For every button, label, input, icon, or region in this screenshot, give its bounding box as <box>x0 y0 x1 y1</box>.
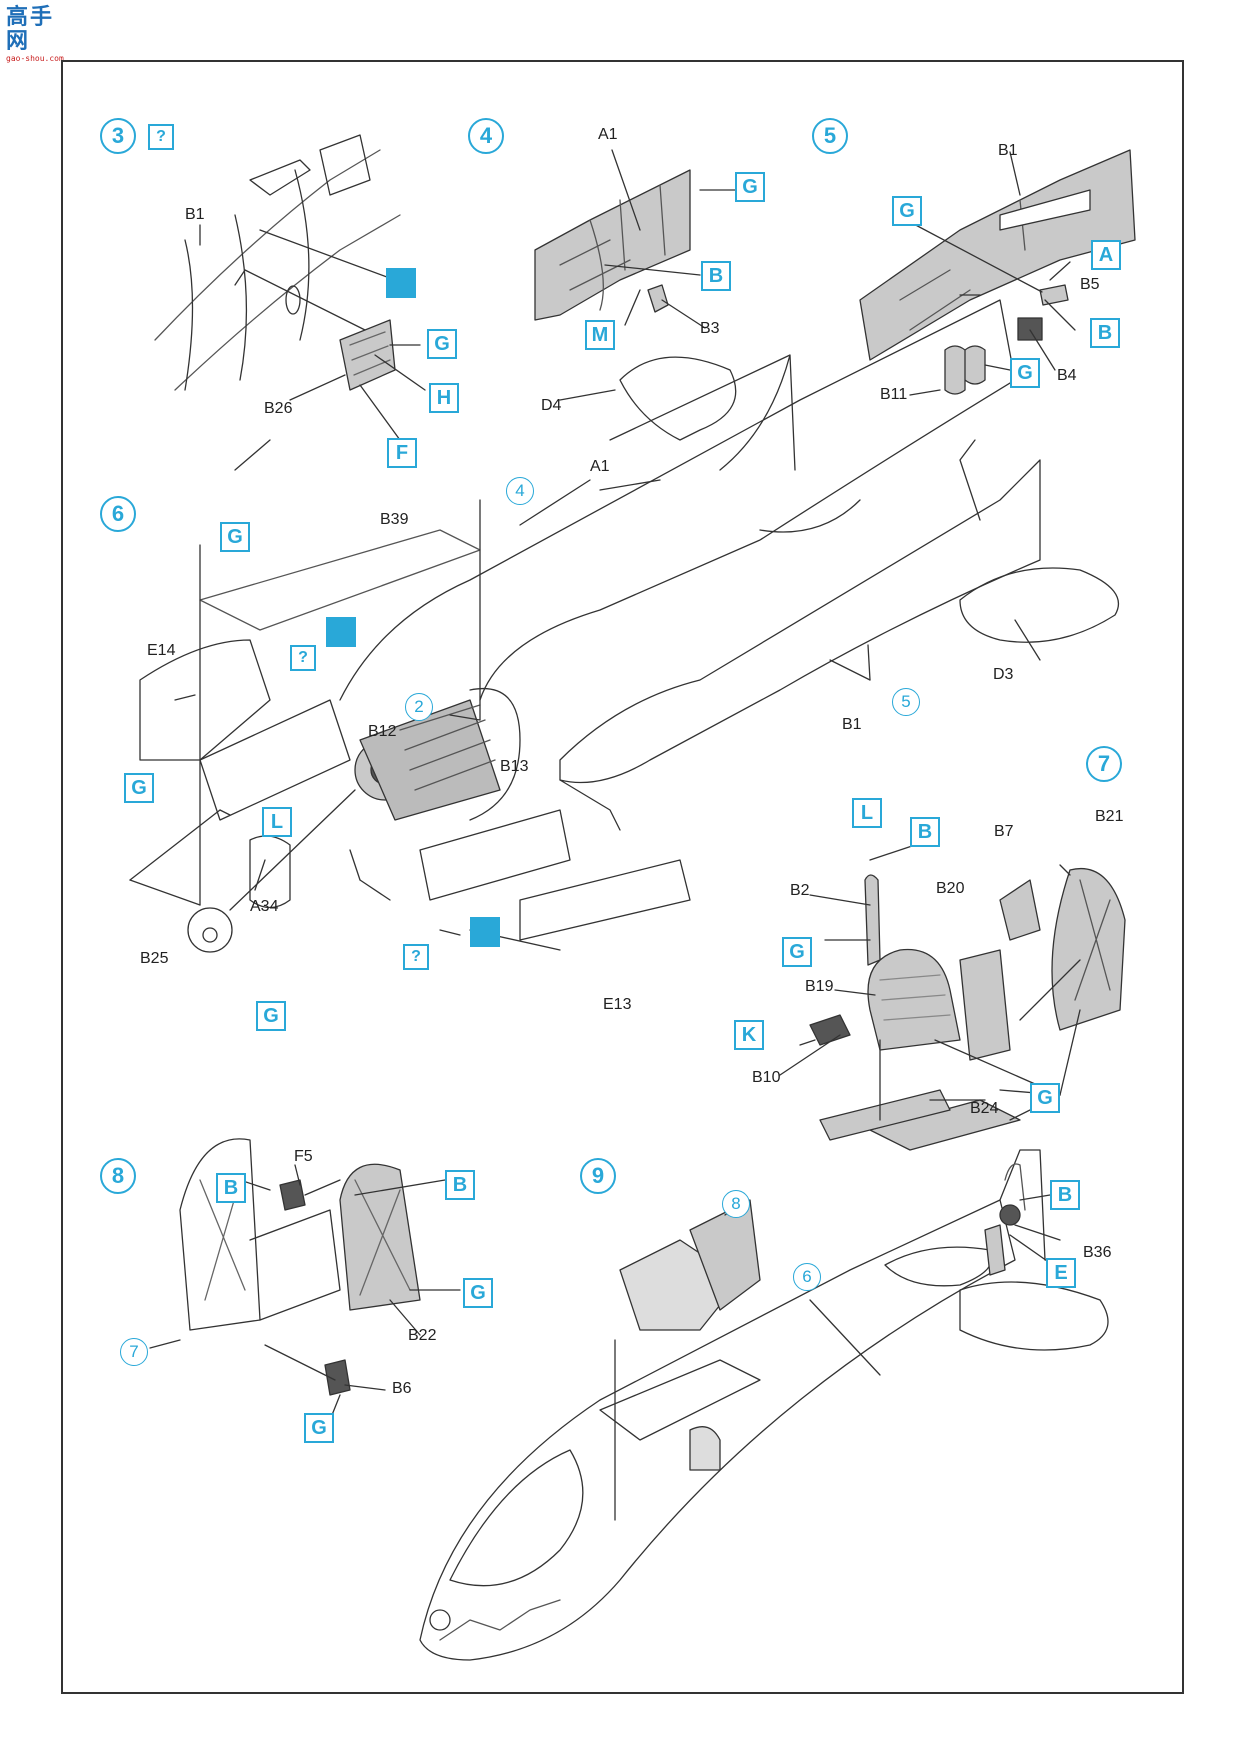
part-label: B13 <box>500 758 529 775</box>
subassembly-ref-8: 8 <box>722 1190 750 1218</box>
paint-code-f: F <box>387 438 417 468</box>
step5-drawing <box>859 149 1136 396</box>
page-frame <box>61 60 1184 1694</box>
part-label: F5 <box>294 1148 313 1165</box>
paint-code-g: G <box>1030 1083 1060 1113</box>
paint-code-g: G <box>220 522 250 552</box>
part-label: B19 <box>805 978 834 995</box>
paint-code-g: G <box>892 196 922 226</box>
step7-drawing <box>779 839 1126 1151</box>
step6-drawing <box>129 299 1120 953</box>
part-label: B2 <box>790 882 810 899</box>
step4-drawing <box>534 149 796 471</box>
part-label: B24 <box>970 1100 999 1117</box>
part-label: E13 <box>603 996 632 1013</box>
paint-code-g: G <box>782 937 812 967</box>
part-label: B12 <box>368 723 397 740</box>
part-label: B5 <box>1080 276 1100 293</box>
step-3-marker: 3 <box>100 118 136 154</box>
paint-code-k: K <box>734 1020 764 1050</box>
question-icon: ? <box>290 645 316 671</box>
part-label: B25 <box>140 950 169 967</box>
subassembly-ref-7: 7 <box>120 1338 148 1366</box>
watermark-logo: 高手网 gao-shou.com <box>6 6 72 64</box>
paint-code-b: B <box>701 261 731 291</box>
part-label: B7 <box>994 823 1014 840</box>
paint-code-b: B <box>216 1173 246 1203</box>
watermark-logo-text: 高手网 <box>6 5 55 54</box>
step-4-marker: 4 <box>468 118 504 154</box>
part-label: B11 <box>880 386 908 403</box>
part-label: B26 <box>264 400 293 417</box>
part-label: D4 <box>541 397 562 414</box>
question-icon: ? <box>148 124 174 150</box>
part-label: A34 <box>250 898 279 915</box>
part-label: B3 <box>700 320 720 337</box>
part-label: B4 <box>1057 367 1077 384</box>
paint-code-g: G <box>256 1001 286 1031</box>
subassembly-ref-6: 6 <box>793 1263 821 1291</box>
paint-code-g: G <box>304 1413 334 1443</box>
part-label: B1 <box>842 716 862 733</box>
part-label: B6 <box>392 1380 412 1397</box>
part-label: B1 <box>185 206 205 223</box>
step-8-marker: 8 <box>100 1158 136 1194</box>
paint-code-g: G <box>463 1278 493 1308</box>
part-label: A1 <box>598 126 618 143</box>
paint-code-h: H <box>429 383 459 413</box>
step-9-marker: 9 <box>580 1158 616 1194</box>
part-label: A1 <box>590 458 610 475</box>
part-label: B36 <box>1083 1244 1112 1261</box>
part-label: B22 <box>408 1327 437 1344</box>
paint-brush-box <box>386 268 416 298</box>
paint-code-b: B <box>445 1170 475 1200</box>
paint-code-g: G <box>124 773 154 803</box>
paint-code-g: G <box>427 329 457 359</box>
part-label: B1 <box>998 142 1018 159</box>
paint-code-e: E <box>1046 1258 1076 1288</box>
paint-code-b: B <box>1090 318 1120 348</box>
paint-code-m: M <box>585 320 615 350</box>
question-icon: ? <box>403 944 429 970</box>
part-label: B21 <box>1095 808 1124 825</box>
paint-code-b: B <box>910 817 940 847</box>
part-label: B39 <box>380 511 409 528</box>
part-label: B10 <box>752 1069 781 1086</box>
part-label: E14 <box>147 642 176 659</box>
paint-code-g: G <box>735 172 765 202</box>
subassembly-ref-5: 5 <box>892 688 920 716</box>
paint-code-l: L <box>262 807 292 837</box>
step-7-marker: 7 <box>1086 746 1122 782</box>
step-5-marker: 5 <box>812 118 848 154</box>
step3-drawing <box>154 134 426 441</box>
subassembly-ref-2: 2 <box>405 693 433 721</box>
step8-drawing <box>149 1138 461 1421</box>
watermark-url: gao-shou.com <box>6 54 64 63</box>
step9-drawing <box>419 1149 1109 1661</box>
paint-code-a: A <box>1091 240 1121 270</box>
step-6-marker: 6 <box>100 496 136 532</box>
paint-brush-box <box>326 617 356 647</box>
paint-brush-box <box>470 917 500 947</box>
paint-code-l: L <box>852 798 882 828</box>
part-label: D3 <box>993 666 1014 683</box>
subassembly-ref-4: 4 <box>506 477 534 505</box>
paint-code-b: B <box>1050 1180 1080 1210</box>
paint-code-g: G <box>1010 358 1040 388</box>
part-label: B20 <box>936 880 965 897</box>
